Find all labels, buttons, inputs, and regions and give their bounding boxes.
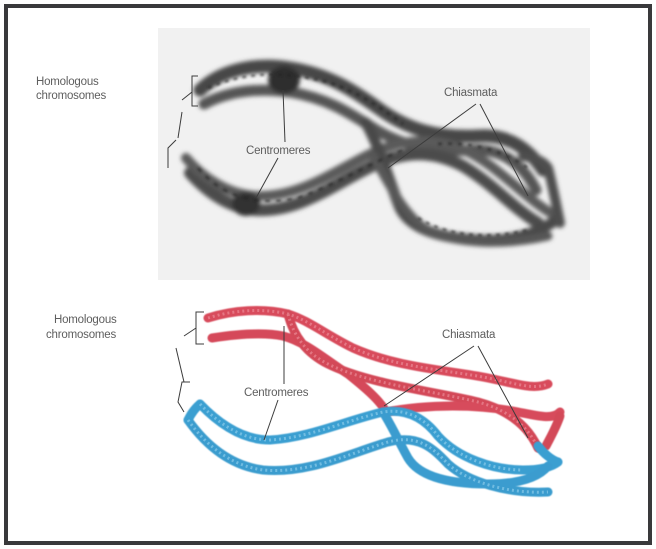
- micrograph-centromere-upper: [268, 66, 300, 94]
- illustration-label-homologous-line2: chromosomes: [46, 329, 116, 341]
- micrograph-label-homologous-line1: Homologous: [36, 76, 99, 88]
- micrograph-label-centromeres: Centromeres: [246, 145, 311, 157]
- illustration-label-chiasmata: Chiasmata: [442, 329, 496, 341]
- chromosome-figure: Homologous chromosomes Centromeres Chias…: [8, 8, 648, 541]
- illustration-label-homologous-line1: Homologous: [54, 314, 117, 326]
- micrograph-label-chiasmata: Chiasmata: [444, 87, 498, 99]
- blue-chromatid-left-end: [188, 404, 200, 420]
- red-chromosome: [208, 311, 560, 448]
- illustration-chiasmata-leader-right: [478, 346, 528, 438]
- illustration-centromeres-leader-down: [264, 400, 278, 440]
- micrograph-panel: Homologous chromosomes Centromeres Chias…: [36, 28, 590, 280]
- illustration-panel: Homologous chromosomes Centromeres Chias…: [46, 311, 560, 493]
- micrograph-label-homologous-line2: chromosomes: [36, 90, 106, 102]
- figure-frame: Homologous chromosomes Centromeres Chias…: [4, 4, 652, 545]
- red-chromatid-upper: [208, 311, 548, 387]
- illustration-homologous-leader: [176, 328, 196, 382]
- illustration-homologous-bracket-upper: [196, 312, 204, 344]
- illustration-homologous-bracket-lower: [178, 382, 190, 412]
- blue-chromosome: [188, 404, 558, 492]
- illustration-label-centromeres: Centromeres: [244, 387, 309, 399]
